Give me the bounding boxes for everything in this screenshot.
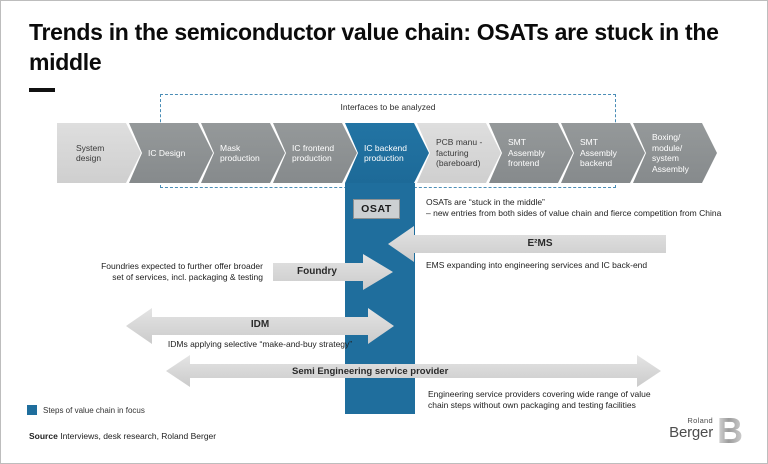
logo-b-mark-icon: B xyxy=(717,410,744,454)
chain-step-smt-assembly-frontend: SMT Assembly frontend xyxy=(489,123,573,183)
foundry-note-line: Foundries expected to further offer broa… xyxy=(101,261,263,271)
osat-note-line: OSATs are “stuck in the middle” xyxy=(426,197,545,207)
roland-berger-logo: Roland Berger xyxy=(625,416,713,441)
chain-step-system-design: System design xyxy=(57,123,141,183)
logo-line1: Roland xyxy=(687,416,713,425)
page-title: Trends in the semiconductor value chain:… xyxy=(29,19,719,75)
arrow-idm-label: IDM xyxy=(250,319,270,330)
idm-note: IDMs applying selective “make-and-buy st… xyxy=(126,339,394,350)
legend-swatch xyxy=(27,405,37,415)
chain-step-label: Boxing/ module/ system Assembly xyxy=(652,132,689,174)
arrow-semi-label: Semi Engineering service provider xyxy=(292,366,449,377)
logo-line2: Berger xyxy=(669,424,713,441)
osat-note-line: – new entries from both sides of value c… xyxy=(426,207,722,218)
chain-step-label: SMT Assembly frontend xyxy=(508,137,545,169)
foundry-note: Foundries expected to further offer broa… xyxy=(93,261,263,282)
source-text: Interviews, desk research, Roland Berger xyxy=(60,431,217,441)
interfaces-label: Interfaces to be analyzed xyxy=(340,102,436,112)
svg-text:B: B xyxy=(717,413,743,449)
osat-tag: OSAT xyxy=(353,199,400,219)
chain-step-label: PCB manu - facturing (bareboard) xyxy=(436,137,483,169)
chain-step-label: Mask production xyxy=(220,142,260,164)
e2ms-note-line: EMS expanding into engineering services … xyxy=(426,260,648,270)
chain-step-label: IC backend production xyxy=(364,142,407,164)
chain-step-smt-assembly-backend: SMT Assembly backend xyxy=(561,123,645,183)
chain-step-boxing-module-system-assembly: Boxing/ module/ system Assembly xyxy=(633,123,717,183)
chain-step-label: SMT Assembly backend xyxy=(580,137,617,169)
osat-note: OSATs are “stuck in the middle” – new en… xyxy=(426,197,721,218)
source-label: Source xyxy=(29,431,58,441)
chain-step-mask-production: Mask production xyxy=(201,123,285,183)
chain-step-label: IC Design xyxy=(148,147,186,158)
idm-note-line: IDMs applying selective “make-and-buy st… xyxy=(167,339,353,349)
chain-step-ic-design: IC Design xyxy=(129,123,213,183)
chain-step-ic-frontend-production: IC frontend production xyxy=(273,123,357,183)
legend-label: Steps of value chain in focus xyxy=(43,405,145,415)
chain-step-label: IC frontend production xyxy=(292,142,335,164)
arrow-foundry-label: Foundry xyxy=(297,266,337,277)
arrow-e2ms-label: E²MS xyxy=(527,238,553,249)
semi-note: Engineering service providers covering w… xyxy=(428,389,651,410)
chain-step-ic-backend-production: IC backend production xyxy=(345,123,429,183)
chain-step-label: System design xyxy=(76,142,105,164)
title-underline xyxy=(29,88,55,92)
legend: Steps of value chain in focus xyxy=(27,405,145,415)
chain-step-pcb-manufacturing: PCB manu - facturing (bareboard) xyxy=(417,123,501,183)
semi-note-line: chain steps without own packaging and te… xyxy=(428,399,636,410)
semi-note-line: Engineering service providers covering w… xyxy=(428,389,651,399)
source-line: Source Interviews, desk research, Roland… xyxy=(29,431,216,441)
e2ms-note: EMS expanding into engineering services … xyxy=(426,260,647,271)
foundry-note-line: set of services, incl. packaging & testi… xyxy=(112,271,263,282)
